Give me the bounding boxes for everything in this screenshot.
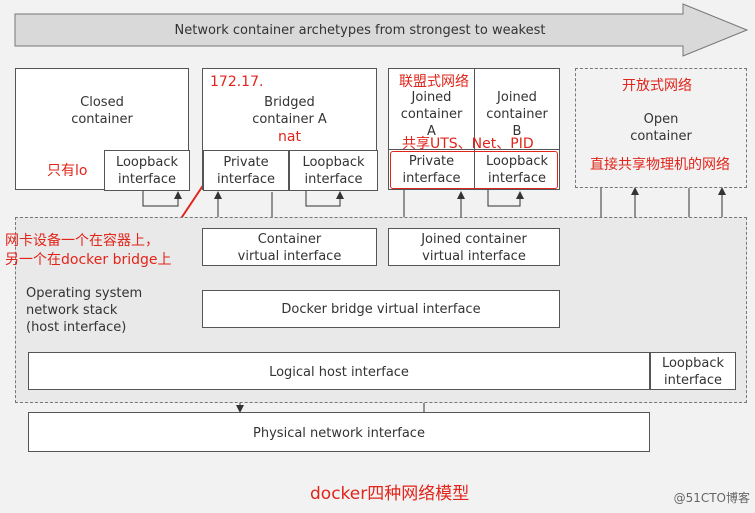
annotation-veth-2: 另一个在docker bridge上 [5,252,172,268]
joined-loopback: Loopback interface [474,149,560,190]
banner-arrow [14,3,749,57]
annotation-ip: 172.17. [210,74,264,90]
joined-b-title: Joined container B [486,90,548,139]
annotation-open-net: 开放式网络 [622,78,692,94]
container-vif-label: Container virtual interface [237,232,342,264]
closed-loopback: Loopback interface [104,150,190,191]
open-container-title: Open container [630,112,692,144]
physical-label: Physical network interface [253,426,425,441]
closed-container-title: Closed container [71,95,133,127]
annotation-nat: nat [278,129,301,145]
joined-private: Private interface [388,149,475,190]
open-container: Open container [575,68,747,188]
joined-loopback-label: Loopback interface [485,154,549,186]
watermark: @51CTO博客 [673,491,750,505]
bridged-container: Bridged container A Private interface Lo… [202,68,378,191]
host-loopback-interface: Loopback interface [650,352,736,390]
annotation-veth-1: 网卡设备一个在容器上， [5,233,159,249]
closed-container: Closed container Loopback interface [15,68,190,191]
joined-vif-label: Joined container virtual interface [421,232,527,264]
bridged-private: Private interface [203,150,289,191]
bridged-private-label: Private interface [217,155,275,187]
docker-bridge-interface: Docker bridge virtual interface [202,290,560,328]
diagram-caption: docker四种网络模型 [310,484,470,504]
annotation-union: 联盟式网络 [399,74,469,90]
joined-highlight [390,151,558,189]
bridged-loopback-label: Loopback interface [302,155,365,187]
bridge-vif-label: Docker bridge virtual interface [281,302,481,317]
joined-virtual-interface: Joined container virtual interface [388,228,560,266]
annotation-share: 共享UTS、Net、PID [402,136,534,152]
closed-loopback-label: Loopback interface [115,155,179,187]
annotation-only-lo: 只有lo [47,163,88,179]
logical-host-interface: Logical host interface [28,352,650,390]
host-loopback-label: Loopback interface [661,356,725,388]
joined-a-title: Joined container A [400,90,463,139]
host-stack-label: Operating system network stack (host int… [26,286,143,335]
annotation-direct: 直接共享物理机的网络 [590,157,730,173]
bridged-loopback: Loopback interface [289,150,378,191]
joined-private-label: Private interface [402,154,461,186]
banner-title: Network container archetypes from strong… [174,23,546,38]
container-virtual-interface: Container virtual interface [202,228,377,266]
bridged-container-title: Bridged container A [252,95,327,127]
logical-host-label: Logical host interface [269,365,409,380]
physical-network-interface: Physical network interface [28,412,650,452]
